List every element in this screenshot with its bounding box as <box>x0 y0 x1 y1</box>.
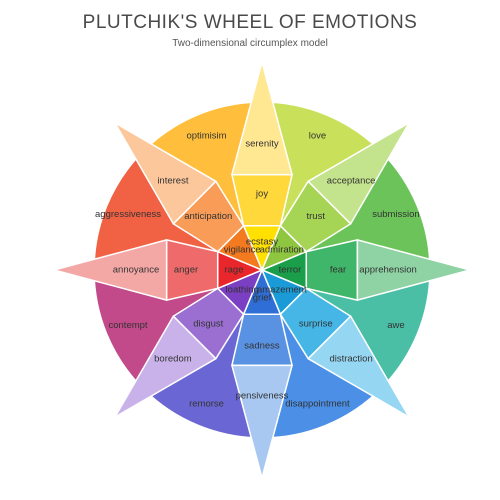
emotion-label-anticipation-mid: anticipation <box>184 211 232 222</box>
emotion-label-disgust-mid: disgust <box>193 318 223 329</box>
emotion-label-sadness-outer: pensiveness <box>236 391 289 402</box>
dyad-label-submission: submission <box>372 209 420 220</box>
emotion-label-trust-outer: acceptance <box>327 175 376 186</box>
emotion-label-trust-mid: trust <box>306 211 325 222</box>
petal-anger-outer <box>53 239 168 301</box>
emotion-label-joy-mid: joy <box>255 189 268 200</box>
emotion-label-fear-mid: fear <box>330 265 346 276</box>
dyad-label-awe: awe <box>387 320 404 331</box>
dyad-label-optimism: optimisim <box>186 131 226 142</box>
petal-layer <box>53 61 471 479</box>
emotion-label-surprise-outer: distraction <box>329 354 372 365</box>
page-title: PLUTCHIK'S WHEEL OF EMOTIONS <box>82 12 418 33</box>
petal-fear-outer <box>356 239 471 301</box>
emotion-label-anger-inner: rage <box>224 265 243 276</box>
petal-disgust <box>114 269 263 418</box>
emotion-label-surprise-inner: amazement <box>257 284 307 295</box>
emotion-label-anger-mid: anger <box>174 265 198 276</box>
petal-trust-outer <box>307 122 410 225</box>
petal-surprise-outer <box>307 315 410 418</box>
emotion-label-surprise-mid: surprise <box>299 318 333 329</box>
label-layer: love submission awe disappointment remorse co… <box>95 131 420 410</box>
emotion-label-trust-inner: admiration <box>260 245 304 256</box>
emotion-label-fear-outer: apprehension <box>359 265 417 276</box>
petal-fear <box>261 239 471 301</box>
emotion-label-disgust-inner: loathing <box>226 284 259 295</box>
emotion-label-fear-inner: terror <box>279 265 302 276</box>
dyad-label-love: love <box>309 131 326 142</box>
dyad-label-remorse: remorse <box>189 398 224 409</box>
emotion-label-sadness-inner: grief <box>253 293 272 304</box>
petal-anticipation <box>114 122 263 271</box>
petal-joy <box>231 61 293 271</box>
dyad-label-contempt: contempt <box>108 320 147 331</box>
dyad-label-disapproval: disappointment <box>285 398 350 409</box>
petal-anticipation-outer <box>114 122 217 225</box>
emotion-label-joy-outer: serenity <box>245 139 279 150</box>
emotion-label-anger-outer: annoyance <box>113 265 159 276</box>
dyad-label-aggressiveness: aggressiveness <box>95 209 161 220</box>
petal-anger <box>53 239 263 301</box>
emotion-label-sadness-mid: sadness <box>244 341 280 352</box>
emotion-label-joy-inner: ecstasy <box>246 237 278 248</box>
petal-surprise <box>261 269 410 418</box>
emotion-label-anticipation-outer: interest <box>157 175 189 186</box>
emotion-label-anticipation-inner: vigilance <box>224 245 261 256</box>
emotion-label-disgust-outer: boredom <box>154 354 192 365</box>
petal-joy-outer <box>231 61 293 176</box>
petal-sadness-outer <box>231 364 293 479</box>
petal-disgust-outer <box>114 315 217 418</box>
page-subtitle: Two-dimensional circumplex model <box>172 38 328 49</box>
petal-sadness <box>231 269 293 479</box>
